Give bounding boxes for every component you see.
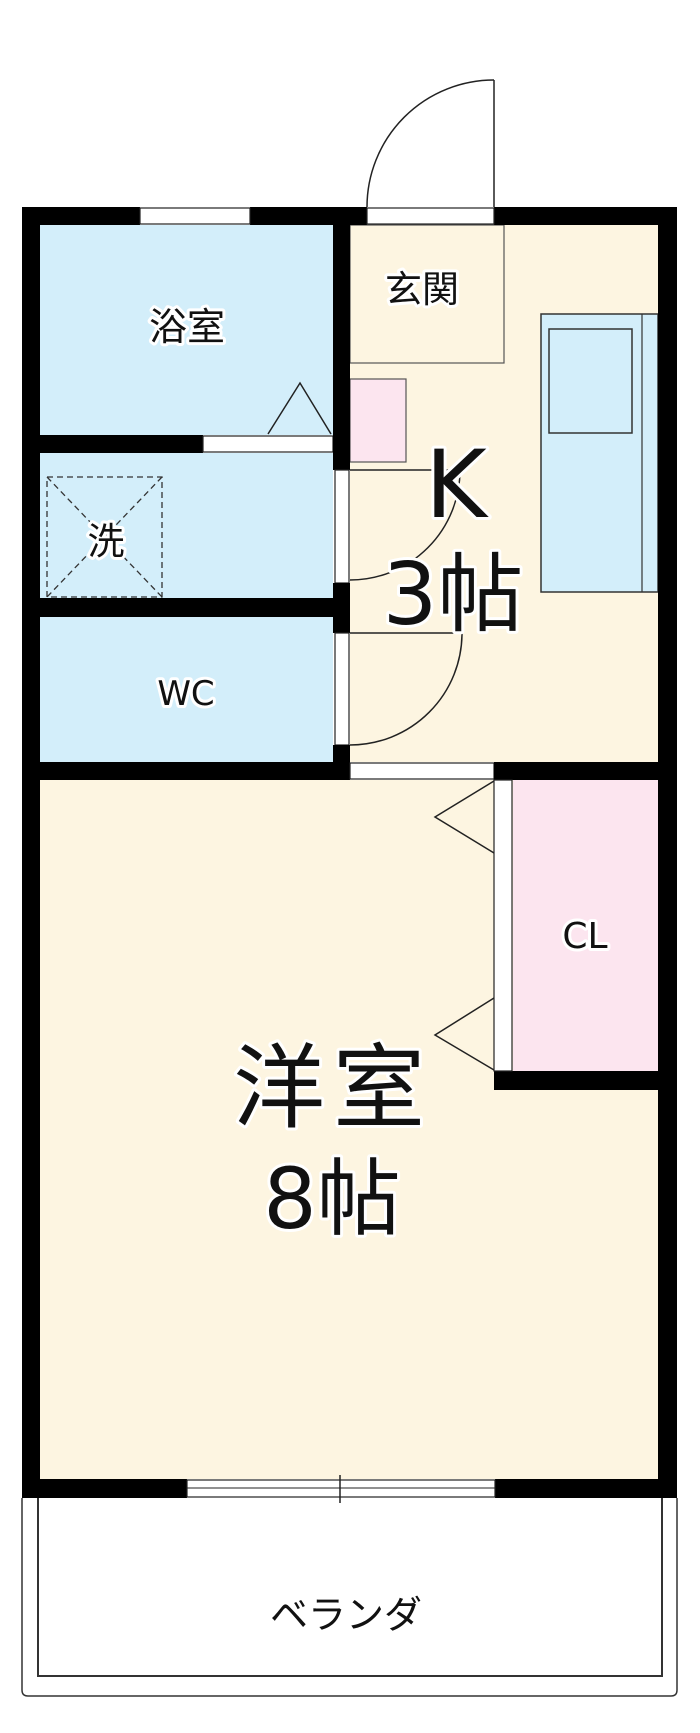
- laundry-label: 洗: [88, 520, 125, 563]
- bathroom-window: [139, 207, 251, 225]
- western-room-label: 洋室: [233, 1035, 433, 1142]
- laundry-door-swing-icon: [349, 469, 461, 581]
- wall-top-right: [494, 207, 677, 225]
- wall-left: [22, 207, 40, 1498]
- veranda-outline: [21, 1498, 678, 1697]
- wall-bottom-left: [22, 1479, 187, 1498]
- bathroom-door[interactable]: [202, 435, 334, 453]
- sink-icon: [548, 328, 633, 434]
- western-room-size-label: 8帖: [263, 1150, 400, 1248]
- wall-center-mid: [333, 583, 350, 633]
- wall-laundry-toilet: [22, 598, 350, 617]
- toilet-door-swing-icon: [349, 632, 463, 746]
- wall-closet-bottom: [494, 1071, 677, 1090]
- wall-center-upper: [333, 207, 350, 470]
- kitchen-size-label: 3帖: [383, 545, 524, 645]
- wall-center-lower: [333, 745, 350, 780]
- washing-machine-space-icon: [46, 476, 163, 598]
- wall-bottom-right: [495, 1479, 677, 1498]
- wall-top-left: [22, 207, 140, 225]
- kitchen-label: K: [425, 431, 489, 540]
- veranda-label: ベランダ: [270, 1593, 422, 1637]
- bathroom-floor: [40, 225, 333, 435]
- closet-door-swing-icon: [433, 780, 495, 854]
- wall-right: [658, 207, 677, 1498]
- balcony-window[interactable]: [186, 1475, 496, 1503]
- wall-kitchen-closet: [494, 762, 677, 780]
- wall-bath-laundry: [22, 435, 203, 453]
- entrance-area: [349, 224, 505, 364]
- toilet-label: WC: [157, 674, 214, 714]
- room-door-opening[interactable]: [349, 762, 495, 780]
- closet-door-swing-icon: [433, 997, 495, 1071]
- laundry-floor: [40, 453, 333, 598]
- wall-toilet-room: [22, 762, 350, 780]
- bathroom-door-swing-icon: [267, 381, 332, 435]
- closet-label: CL: [562, 916, 607, 957]
- toilet-door[interactable]: [334, 632, 350, 746]
- closet-door-track[interactable]: [493, 779, 513, 1072]
- closet-floor: [513, 780, 658, 1071]
- entrance-label: 玄関: [385, 268, 459, 311]
- front-door[interactable]: [366, 79, 495, 225]
- laundry-door[interactable]: [334, 469, 350, 584]
- bathroom-label: 浴室: [149, 305, 225, 349]
- shoe-cabinet: [349, 378, 407, 463]
- toilet-floor: [40, 617, 333, 762]
